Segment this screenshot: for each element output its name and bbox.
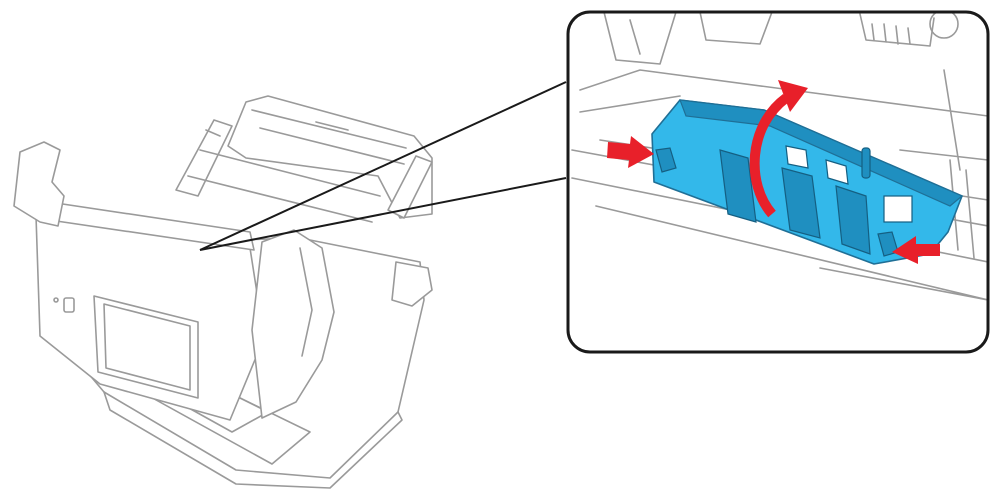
push-arrow-left [607, 136, 654, 168]
roller-cover-left-tab [655, 147, 677, 173]
scanner-rear-panel-inner [251, 109, 407, 165]
rotate-arrow-head [778, 80, 808, 112]
rotate-arrow-shaft [749, 93, 790, 218]
scanner-touchscreen-inner [103, 303, 191, 391]
callout-line-top [199, 81, 567, 251]
zoom-callout [199, 81, 567, 251]
scanner-right-arm-inner [299, 247, 313, 357]
scanner-right-arm [251, 229, 335, 419]
callout-line-bottom [199, 177, 567, 251]
inset-top-mechanism [603, 12, 773, 65]
inset-border [566, 10, 990, 354]
push-arrow-right [892, 236, 940, 264]
roller-cover-top-edge [679, 99, 964, 207]
roller-cover-ribs [719, 149, 871, 255]
push-arrow-left-shape [607, 136, 654, 168]
scanner-illustration [13, 95, 433, 489]
rotate-arrow [749, 80, 808, 218]
scanner-tray-guides [187, 129, 381, 223]
push-arrow-right-shape [892, 236, 940, 264]
roller-cover-label [883, 195, 913, 223]
roller-grips [785, 145, 849, 185]
scanner-base-bottom [103, 391, 403, 489]
scanner-left-arm [13, 141, 65, 227]
scanner-indicator-light [53, 297, 59, 303]
scanner-side-latch [391, 261, 433, 307]
inset-top-wheel [929, 12, 959, 39]
roller-cover-pin [861, 147, 871, 179]
scanner-power-button [63, 297, 75, 313]
inset-top-gear [859, 13, 935, 47]
roller-cover [651, 99, 964, 265]
scanner-tray-right-arm [387, 155, 433, 219]
scanner-rear-panel [227, 95, 433, 219]
